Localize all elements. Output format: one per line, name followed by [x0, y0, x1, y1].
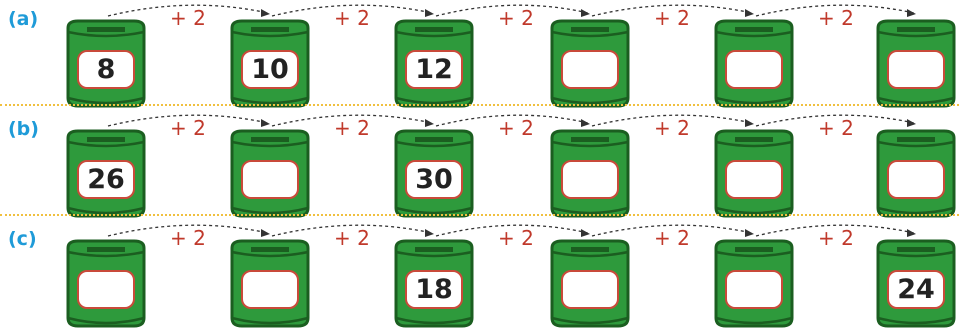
answer-input-box[interactable]: [561, 270, 619, 309]
number-box: 24: [887, 270, 945, 309]
answer-input-box[interactable]: [725, 160, 783, 199]
arrowhead-icon: [907, 119, 916, 127]
arrowhead-icon: [907, 9, 916, 17]
jar: [874, 128, 958, 218]
step-label: + 2: [498, 226, 534, 250]
row-divider: [0, 214, 959, 216]
step-label: + 2: [654, 226, 690, 250]
jar: [712, 128, 796, 218]
number-box: 12: [405, 50, 463, 89]
arrowhead-icon: [425, 229, 434, 237]
jar: 30: [392, 128, 476, 218]
answer-input-box[interactable]: [561, 160, 619, 199]
jar: 12: [392, 18, 476, 108]
jar: 8: [64, 18, 148, 108]
arrowhead-icon: [261, 9, 270, 17]
step-label: + 2: [334, 116, 370, 140]
answer-input-box[interactable]: [241, 160, 299, 199]
jar: [64, 238, 148, 328]
number-box: 26: [77, 160, 135, 199]
row-c: (c) + 2 + 2 + 2 + 2 + 2 18 24: [0, 220, 959, 328]
arrowhead-icon: [907, 229, 916, 237]
answer-input-box[interactable]: [725, 50, 783, 89]
answer-input-box[interactable]: [561, 50, 619, 89]
step-label: + 2: [334, 226, 370, 250]
jar: [228, 128, 312, 218]
arrowhead-icon: [261, 119, 270, 127]
step-label: + 2: [170, 226, 206, 250]
answer-input-box[interactable]: [77, 270, 135, 309]
number-box: 8: [77, 50, 135, 89]
step-label: + 2: [170, 116, 206, 140]
arrowhead-icon: [261, 229, 270, 237]
number-box: 30: [405, 160, 463, 199]
arrowhead-icon: [745, 119, 754, 127]
jar: 10: [228, 18, 312, 108]
arrowhead-icon: [745, 229, 754, 237]
arrowhead-icon: [425, 9, 434, 17]
step-label: + 2: [170, 6, 206, 30]
jar: [548, 128, 632, 218]
jar: [874, 18, 958, 108]
jar: 24: [874, 238, 958, 328]
step-label: + 2: [818, 6, 854, 30]
arrowhead-icon: [581, 229, 590, 237]
jar: [548, 238, 632, 328]
row-divider: [0, 104, 959, 106]
row-a: (a) + 2 + 2 + 2 + 2 + 2 8 10 12: [0, 0, 959, 108]
jar: [228, 238, 312, 328]
step-label: + 2: [498, 6, 534, 30]
step-label: + 2: [818, 116, 854, 140]
answer-input-box[interactable]: [887, 160, 945, 199]
answer-input-box[interactable]: [241, 270, 299, 309]
row-label: (c): [8, 228, 37, 250]
jar: [712, 238, 796, 328]
answer-input-box[interactable]: [887, 50, 945, 89]
jar: [548, 18, 632, 108]
arrowhead-icon: [581, 9, 590, 17]
number-box: 10: [241, 50, 299, 89]
arrowhead-icon: [745, 9, 754, 17]
jar: [712, 18, 796, 108]
step-label: + 2: [334, 6, 370, 30]
row-label: (b): [8, 118, 39, 140]
row-label: (a): [8, 8, 39, 30]
step-label: + 2: [818, 226, 854, 250]
step-label: + 2: [654, 116, 690, 140]
row-b: (b) + 2 + 2 + 2 + 2 + 2 26 30: [0, 110, 959, 218]
step-label: + 2: [654, 6, 690, 30]
number-box: 18: [405, 270, 463, 309]
answer-input-box[interactable]: [725, 270, 783, 309]
arrowhead-icon: [425, 119, 434, 127]
jar: 18: [392, 238, 476, 328]
arrowhead-icon: [581, 119, 590, 127]
step-label: + 2: [498, 116, 534, 140]
jar: 26: [64, 128, 148, 218]
